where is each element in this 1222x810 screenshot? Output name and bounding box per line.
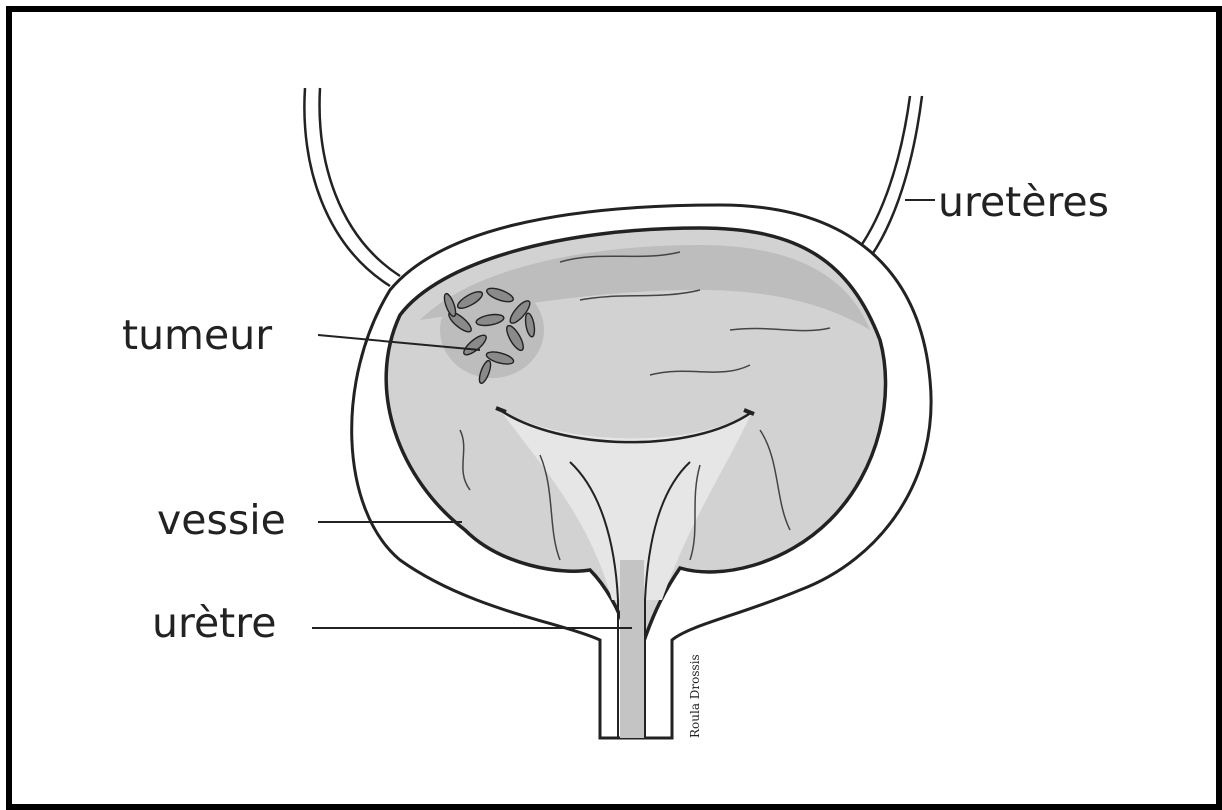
illustrator-credit: Roula Drossis (688, 654, 702, 738)
tumeur-label: tumeur (122, 315, 272, 356)
uretre-label: urètre (152, 603, 276, 644)
urethra-channel (620, 560, 644, 738)
ureteres-label: uretères (938, 182, 1109, 223)
vessie-label: vessie (157, 500, 286, 541)
